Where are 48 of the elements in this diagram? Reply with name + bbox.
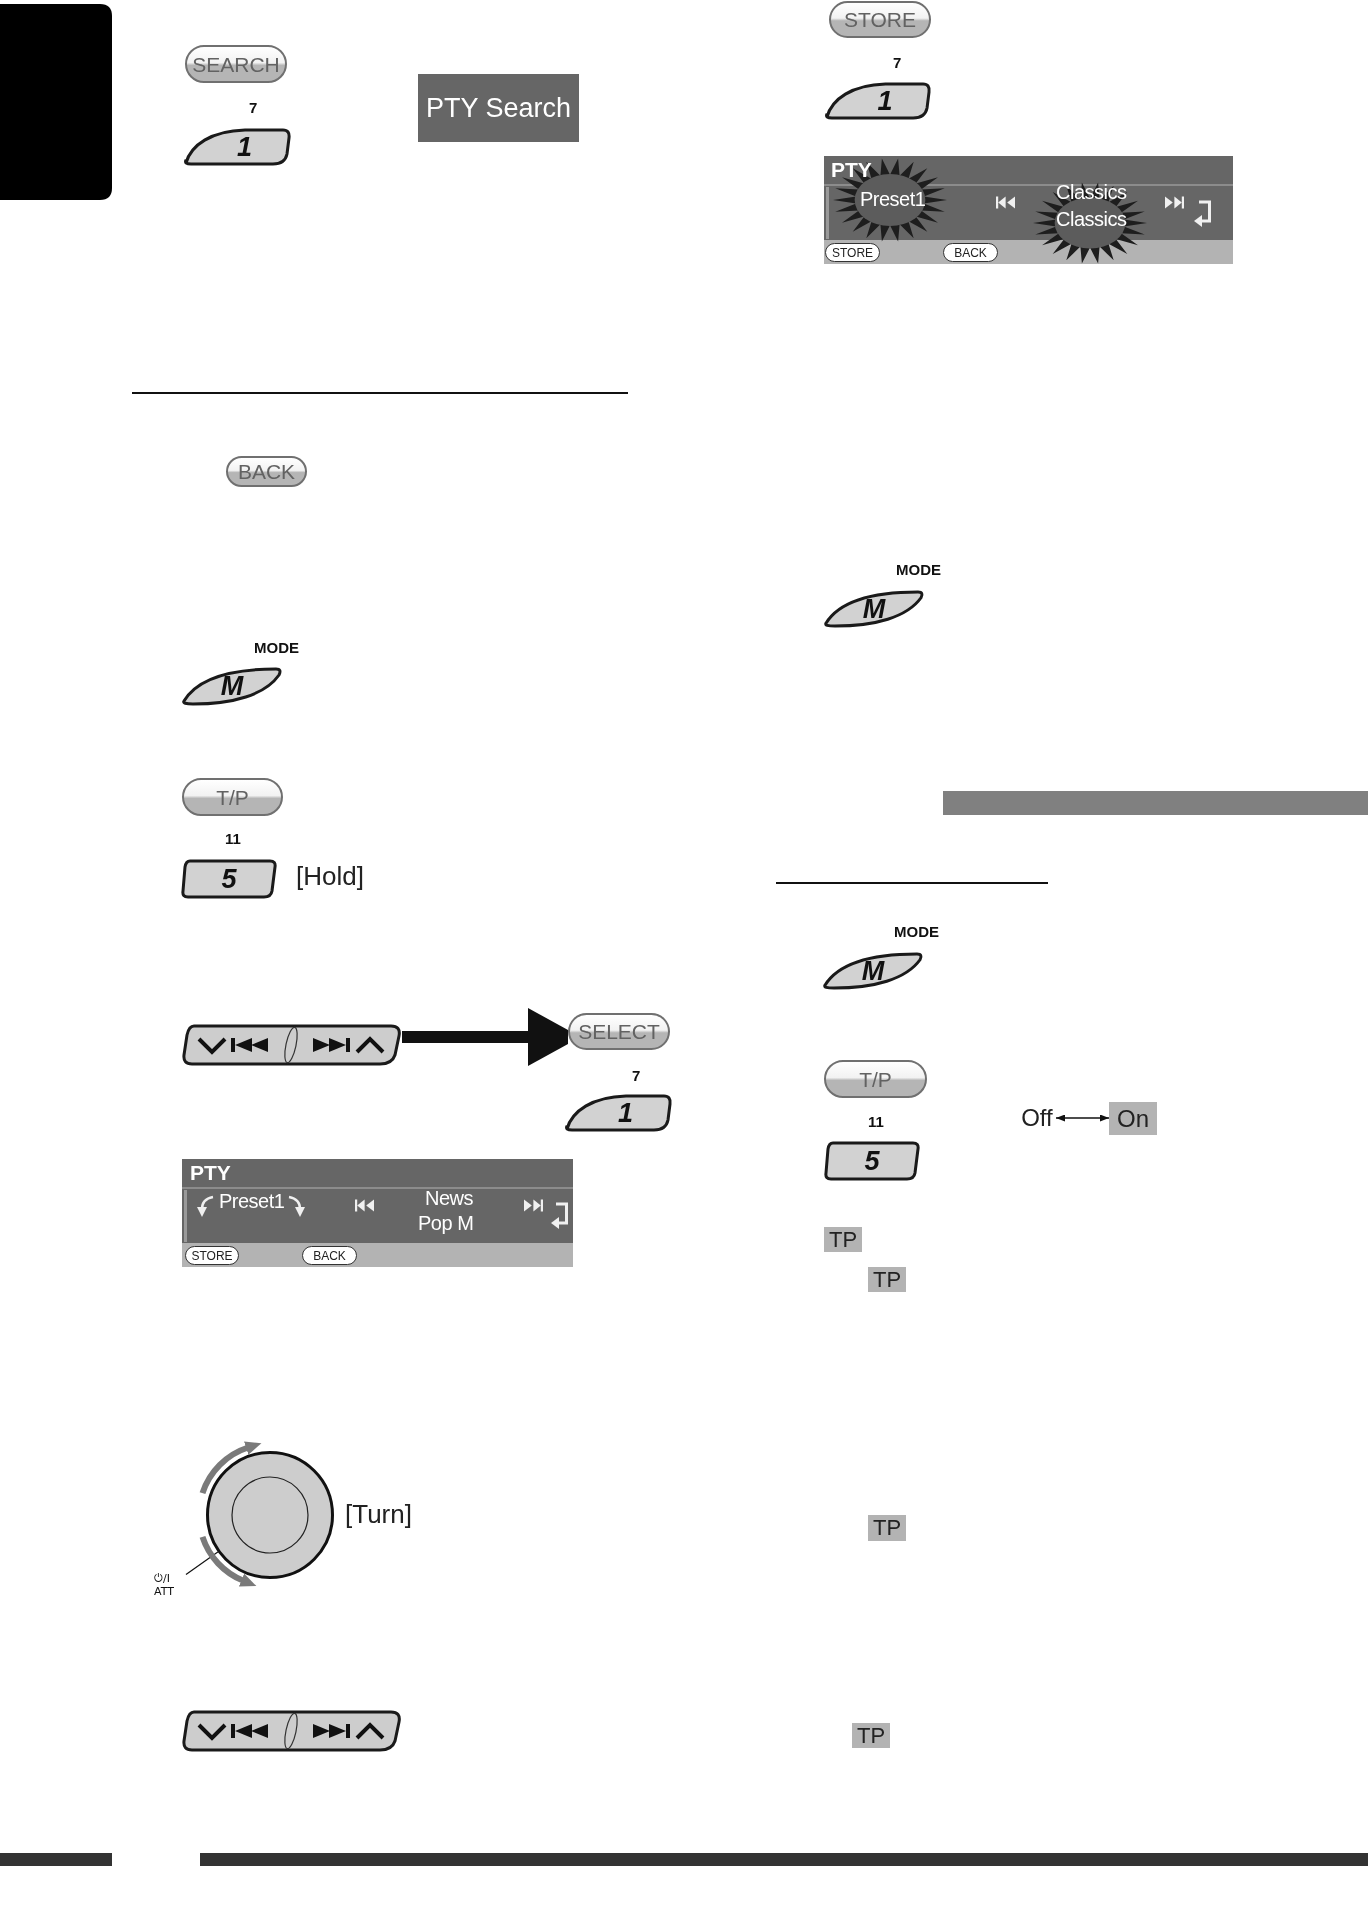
program-type-name: Classics [1056, 207, 1127, 231]
turn-instruction: [Turn] [345, 1499, 412, 1529]
alternate-number-label: 7 [249, 99, 258, 116]
store-button: STORE [829, 1, 931, 38]
number-button: 1 [564, 1093, 673, 1133]
tp-button: T/P [824, 1060, 927, 1098]
setting-option: Off [1018, 1102, 1056, 1134]
button-label: ⏻/I ATT [154, 1572, 186, 1600]
alternate-number-label: 11 [868, 1113, 884, 1130]
button-label: MODE [894, 923, 939, 940]
number-button: 1 [824, 81, 932, 121]
highlighted-setting: On [1109, 1102, 1157, 1135]
program-type-name: Pop M [418, 1211, 474, 1235]
display-heading: PTY [831, 158, 872, 182]
tp-indicator: TP [868, 1515, 906, 1541]
soft-key: STORE [825, 243, 880, 262]
number-button: 5 [181, 859, 277, 899]
display-heading: PTY [190, 1161, 231, 1185]
alternate-number-label: 7 [893, 54, 902, 71]
soft-key: STORE [185, 1246, 239, 1265]
preset-name: Preset1 [860, 187, 926, 211]
mode-button: M [822, 951, 924, 991]
double-arrow [1055, 1114, 1110, 1122]
number-button: 1 [183, 127, 292, 167]
button-label: MODE [254, 639, 299, 656]
tp-indicator: TP [852, 1723, 890, 1748]
lcd-display [824, 156, 1233, 264]
alternate-number-label: 7 [632, 1067, 641, 1084]
mode-button: M [181, 666, 283, 707]
hold-instruction: [Hold] [296, 861, 364, 891]
program-type-name: Classics [1056, 180, 1127, 204]
button-label: MODE [896, 561, 941, 578]
select-button: SELECT [568, 1013, 670, 1050]
soft-key: BACK [943, 243, 998, 262]
tp-button: T/P [182, 778, 283, 816]
mode-button: M [823, 589, 925, 629]
section-heading-bar [943, 791, 1368, 815]
tp-indicator: TP [824, 1227, 862, 1252]
alternate-number-label: 11 [225, 830, 241, 847]
program-type-name: News [425, 1186, 473, 1210]
soft-key: BACK [302, 1246, 357, 1265]
search-button: SEARCH [185, 45, 287, 83]
number-button: 5 [824, 1141, 920, 1181]
leader-line [185, 1551, 219, 1576]
tp-indicator: TP [868, 1267, 906, 1292]
preset-name: Preset1 [219, 1189, 285, 1213]
lcd-display [182, 1159, 573, 1267]
display-message: PTY Search [418, 74, 579, 142]
